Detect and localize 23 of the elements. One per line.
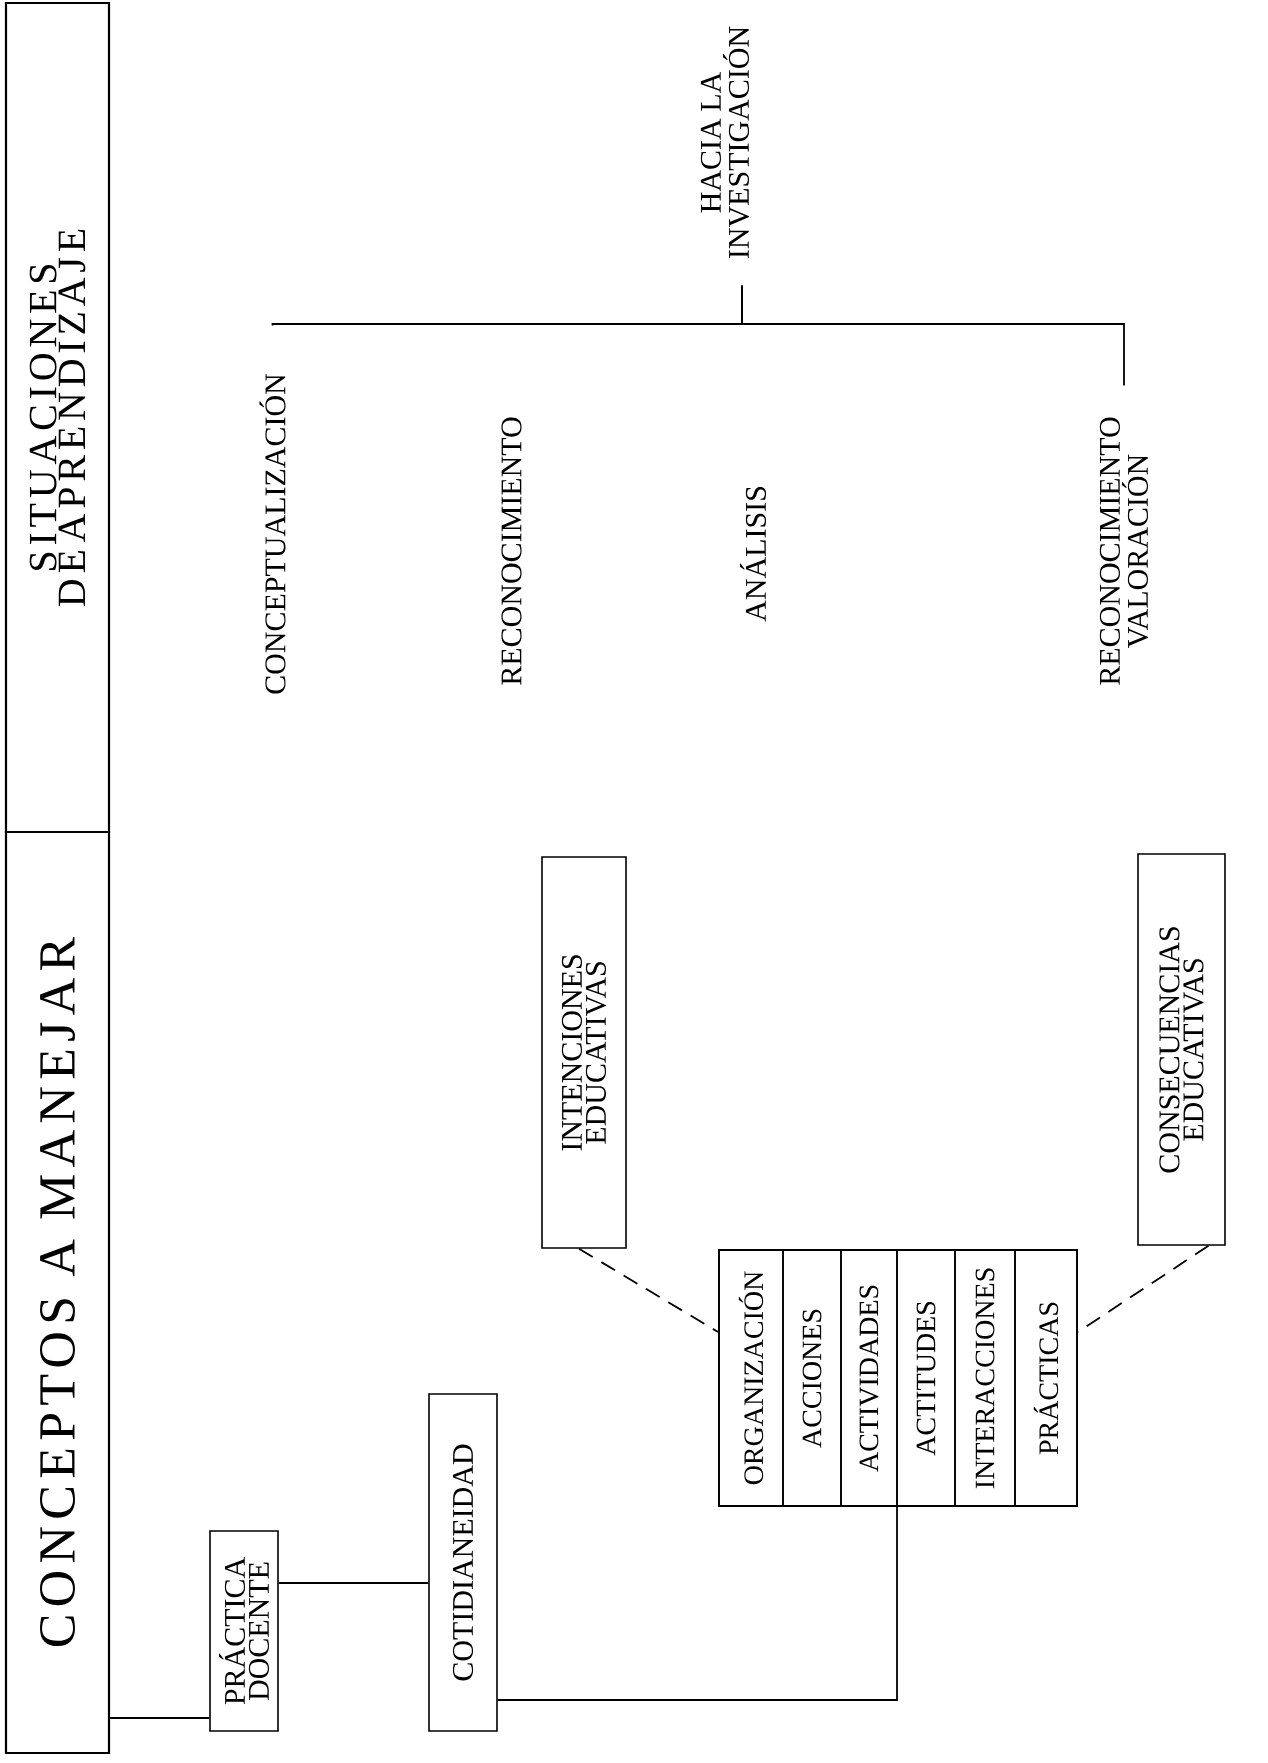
table-cell: ACCIONES <box>782 1249 842 1507</box>
table-cell: ORGANIZACIÓN <box>718 1249 784 1507</box>
connector-line <box>578 1247 719 1333</box>
concept-label: RECONOCIMIENTO <box>501 417 522 685</box>
concept-label: RECONOCIMIENTO VALORACIÓN <box>1099 417 1149 685</box>
concept-box: INTENCIONES EDUCATIVAS <box>541 856 627 1249</box>
table-cell: PRÁCTICAS <box>1014 1249 1078 1507</box>
connector-line <box>277 1582 430 1584</box>
concept-box: PRÁCTICA DOCENTE <box>209 1530 279 1732</box>
connector-line <box>1077 1244 1210 1333</box>
concept-box: COTIDIANEIDAD <box>428 1393 498 1732</box>
heading-box: CONCEPTOS A MANEJAR <box>4 830 111 1755</box>
table-cell: ACTIVIDADES <box>840 1249 898 1507</box>
concept-box: CONSECUENCIAS EDUCATIVAS <box>1137 853 1226 1246</box>
concept-label: HACIA LA INVESTIGACIÓN <box>700 26 750 259</box>
concept-label: CONCEPTUALIZACIÓN <box>259 373 286 694</box>
connector-line <box>109 1717 211 1719</box>
connector-line <box>741 284 1125 387</box>
connector-line <box>496 1506 898 1701</box>
table-cell: INTERACCIONES <box>954 1249 1016 1507</box>
concept-label: ANÁLISIS <box>740 487 766 622</box>
heading-box: SITUACIONES DE APRENDIZAJE <box>4 1 111 834</box>
table-cell: ACTITUDES <box>896 1249 956 1507</box>
